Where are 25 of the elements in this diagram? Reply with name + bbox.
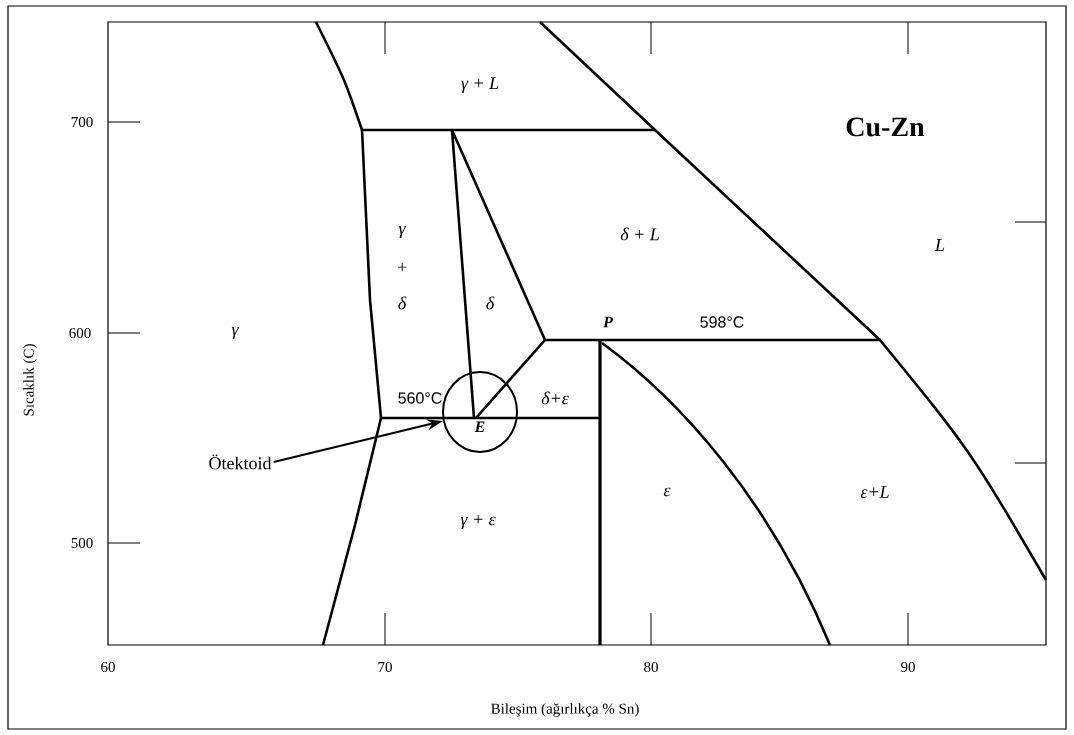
tick-label: 80 xyxy=(644,661,658,673)
axis-title: Bileşim (ağırlıkça % Sn) xyxy=(491,703,639,717)
tick-label: 60 xyxy=(101,661,115,673)
phase-label: ε+L xyxy=(860,486,889,498)
phase-label: γ xyxy=(231,326,239,340)
phase-label: ε xyxy=(663,487,671,497)
tick-label: 70 xyxy=(378,661,392,673)
tick-label: 700 xyxy=(71,116,93,128)
point-label: P xyxy=(603,316,613,328)
phase-label: δ+ε xyxy=(541,391,569,405)
axis-title: Sıcaklık (C) xyxy=(23,344,37,416)
tick-label: 500 xyxy=(71,537,93,549)
phase-label: γ + ε xyxy=(460,515,496,529)
phase-label: δ xyxy=(486,296,495,310)
temperature-label: 598°C xyxy=(700,316,744,328)
phase-label: + xyxy=(398,262,407,272)
callout-text: Ötektoid xyxy=(209,454,272,470)
tick-label: 90 xyxy=(901,661,915,673)
phase-label: L xyxy=(934,239,945,251)
phase-label: γ + L xyxy=(461,77,499,93)
phase-label: γ xyxy=(398,225,406,239)
tick-label: 600 xyxy=(69,327,91,339)
diagram-title: Cu-Zn xyxy=(846,117,925,137)
phase-label: δ xyxy=(398,296,407,310)
phase-label: δ + L xyxy=(620,227,659,241)
